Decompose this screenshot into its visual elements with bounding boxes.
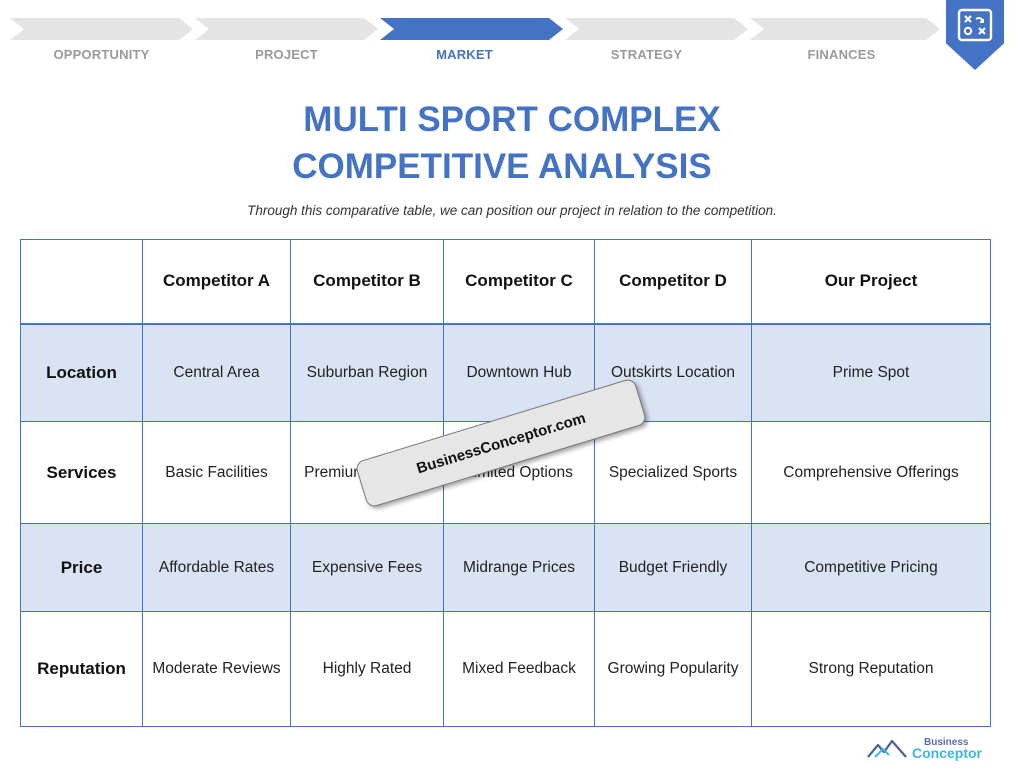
nav-label-strategy[interactable]: STRATEGY (610, 47, 683, 62)
table-cell: Central Area (142, 322, 291, 422)
table-cell: Budget Friendly (594, 523, 752, 612)
header-competitor-c: Competitor C (443, 239, 595, 324)
nav-step-project[interactable] (195, 18, 378, 40)
table-cell: Competitive Pricing (751, 523, 991, 612)
page-title-line2: COMPETITIVE ANALYSIS (292, 147, 712, 186)
header-competitor-a: Competitor A (142, 239, 291, 324)
header-our-project: Our Project (751, 239, 991, 324)
nav-label-market[interactable]: MARKET (436, 47, 493, 62)
brand-logo: Business Conceptor (866, 733, 996, 763)
nav-step-opportunity[interactable] (10, 18, 193, 40)
strategy-board-icon (957, 8, 993, 42)
nav-step-market[interactable] (380, 18, 563, 40)
table-cell: Growing Popularity (594, 611, 752, 727)
row-label-price: Price (20, 523, 143, 612)
table-cell: Suburban Region (290, 322, 444, 422)
nav-label-opportunity[interactable]: OPPORTUNITY (53, 47, 150, 62)
table-cell: Basic Facilities (142, 421, 291, 524)
table-row-price: Price Affordable Rates Expensive Fees Mi… (20, 523, 991, 612)
progress-nav: OPPORTUNITY PROJECT MARKET STRATEGY FINA… (0, 18, 1024, 66)
row-label-reputation: Reputation (20, 611, 143, 727)
logo-text-line1: Business (924, 737, 969, 748)
table-cell: Moderate Reviews (142, 611, 291, 727)
nav-label-finances[interactable]: FINANCES (807, 47, 876, 62)
page-title-line1: MULTI SPORT COMPLEX (303, 100, 721, 139)
table-cell: Expensive Fees (290, 523, 444, 612)
table-row-reputation: Reputation Moderate Reviews Highly Rated… (20, 611, 991, 727)
header-empty-cell (20, 239, 143, 324)
nav-step-strategy[interactable] (565, 18, 748, 40)
nav-label-project[interactable]: PROJECT (255, 47, 318, 62)
table-row-location: Location Central Area Suburban Region Do… (20, 322, 991, 422)
table-cell: Affordable Rates (142, 523, 291, 612)
page-subtitle: Through this comparative table, we can p… (247, 203, 777, 218)
header-competitor-d: Competitor D (594, 239, 752, 324)
logo-text-line2: Conceptor (912, 745, 982, 761)
table-cell: Downtown Hub (443, 322, 595, 422)
nav-step-finances[interactable] (750, 18, 940, 40)
table-cell: Midrange Prices (443, 523, 595, 612)
competitive-analysis-table: Competitor A Competitor B Competitor C C… (20, 239, 991, 727)
table-header-row: Competitor A Competitor B Competitor C C… (20, 239, 991, 324)
table-cell: Highly Rated (290, 611, 444, 727)
row-label-location: Location (20, 322, 143, 422)
table-cell: Prime Spot (751, 322, 991, 422)
table-cell: Mixed Feedback (443, 611, 595, 727)
table-cell: Strong Reputation (751, 611, 991, 727)
mountain-logo-icon (867, 739, 907, 758)
table-cell: Specialized Sports (594, 421, 752, 524)
table-cell: Comprehensive Offerings (751, 421, 991, 524)
row-label-services: Services (20, 421, 143, 524)
header-competitor-b: Competitor B (290, 239, 444, 324)
